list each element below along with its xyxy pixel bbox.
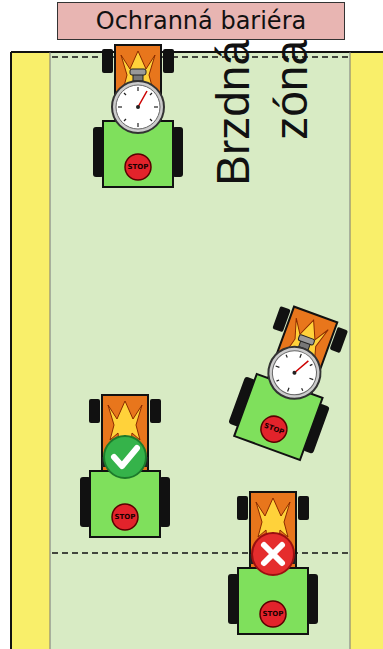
- barrier-box: Ochranná bariéra: [57, 2, 345, 40]
- stop-label: STOP: [263, 610, 284, 618]
- stop-label: STOP: [128, 163, 149, 171]
- stop-label: STOP: [115, 513, 136, 521]
- barrier-title: Ochranná bariéra: [88, 7, 314, 35]
- zone-title: Brzdná zóna: [204, 40, 320, 270]
- braking-zone: Brzdná zóna: [50, 53, 350, 649]
